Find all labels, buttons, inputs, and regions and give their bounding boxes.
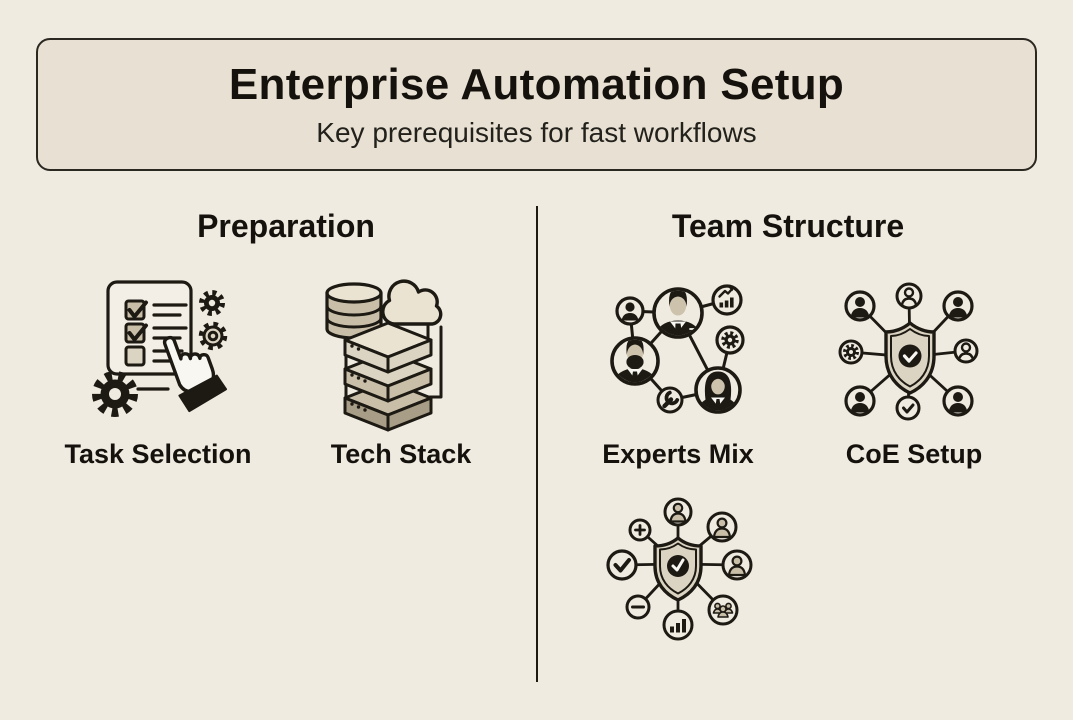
tech-stack-label: Tech Stack [330, 439, 472, 469]
gear-icon [199, 290, 225, 316]
pointer-hand-icon [162, 335, 228, 413]
bar-chart-node-icon [662, 609, 694, 641]
person-node-icon [706, 511, 738, 543]
check-node-icon [895, 395, 921, 421]
tech-stack-servers-icon [316, 276, 486, 438]
person-node-icon [942, 290, 974, 322]
shield-check-icon [884, 321, 936, 395]
team-governance-shield-network-icon [588, 480, 768, 660]
task-selection-label: Task Selection [64, 439, 252, 469]
man-with-tie-avatar [652, 287, 704, 339]
person-node-icon [844, 290, 876, 322]
experts-mix-network-icon [586, 276, 770, 438]
coe-setup-label: CoE Setup [845, 439, 983, 469]
cloud-icon [381, 279, 443, 326]
person-outline-node-icon [953, 338, 979, 364]
preparation-heading: Preparation [197, 208, 375, 244]
experts-mix-item: Experts Mix [586, 276, 770, 470]
checklist-hand-gears-icon [92, 280, 228, 417]
people-network-icon [610, 284, 745, 414]
gear-node-icon [715, 325, 745, 355]
person-node-icon [942, 385, 974, 417]
task-selection-checklist-icon [62, 276, 254, 438]
wrench-node-icon [656, 386, 684, 414]
person-node-icon [615, 296, 645, 326]
team-group-node-icon [707, 594, 739, 626]
person-node-icon [721, 549, 753, 581]
check-node-icon [606, 549, 638, 581]
team-governance-item [588, 480, 768, 660]
shield-hub-network-icon [838, 282, 979, 421]
server-stack-icon [343, 321, 433, 432]
woman-avatar [694, 366, 742, 414]
header-panel: Enterprise Automation Setup Key prerequi… [36, 38, 1037, 171]
person-outline-node-icon [895, 282, 923, 310]
shield-governance-network-icon [606, 497, 753, 641]
gear-outline-icon [198, 321, 228, 351]
team-structure-heading: Team Structure [671, 208, 905, 244]
tech-stack-item: Tech Stack [316, 276, 486, 470]
coe-setup-shield-network-icon [824, 276, 1004, 438]
bearded-man-avatar [610, 336, 660, 386]
experts-mix-label: Experts Mix [602, 439, 754, 469]
minus-node-icon [625, 594, 651, 620]
page-title: Enterprise Automation Setup [228, 60, 845, 109]
page-subtitle: Key prerequisites for fast workflows [316, 117, 757, 148]
person-node-icon [663, 497, 693, 527]
column-divider [536, 206, 538, 682]
plus-node-icon [628, 518, 652, 542]
task-selection-item: Task Selection [62, 276, 254, 470]
shield-check-icon [653, 536, 703, 602]
person-node-icon [844, 385, 876, 417]
gear-node-icon [838, 339, 864, 365]
coe-setup-item: CoE Setup [824, 276, 1004, 470]
gear-icon [92, 371, 138, 417]
servers-database-cloud-icon [325, 279, 443, 432]
growth-chart-icon [711, 284, 743, 316]
